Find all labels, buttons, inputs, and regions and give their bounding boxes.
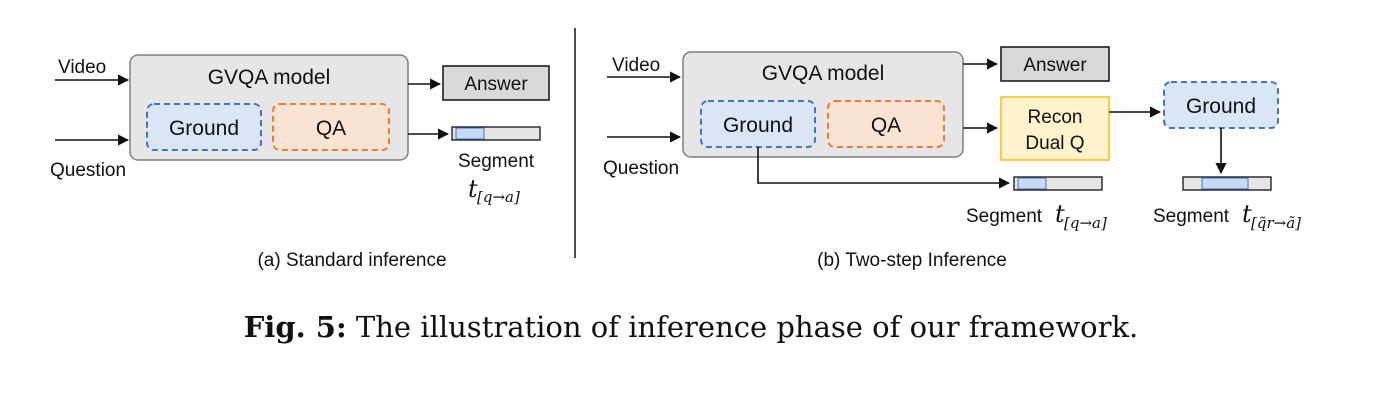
segment2-label: Segment (1153, 206, 1230, 227)
segment2-sub: [q̃r→ã] (1251, 214, 1301, 232)
ground2-label: Ground (1186, 95, 1256, 118)
gvqa-model-title-a: GVQA model (208, 66, 331, 89)
qa-box-a (272, 103, 390, 151)
ground-box-a (146, 103, 262, 151)
answer-box-b (1000, 46, 1110, 82)
segment1-var: t (1055, 200, 1065, 228)
segment-sub-a: [q→a] (477, 188, 520, 206)
segment-var-a: t (468, 175, 478, 203)
panel-a: Video Question GVQA model Ground QA Answ… (50, 54, 550, 271)
segment-highlight-b2 (1201, 177, 1249, 190)
video-label-a: Video (58, 57, 106, 78)
figure-caption-label: Fig. 5: (243, 310, 347, 344)
answer-label-b: Answer (1023, 55, 1087, 76)
diagram-canvas: Video Question GVQA model Ground QA Answ… (50, 28, 1301, 271)
panel-b: Video Question GVQA model Ground QA Answ… (603, 46, 1301, 271)
figure-caption: Fig. 5: The illustration of inference ph… (0, 310, 1382, 344)
segment-label-a: Segment (458, 151, 535, 172)
question-label-a: Question (50, 160, 126, 181)
ground-label-b: Ground (723, 114, 793, 137)
ground-label-a: Ground (169, 117, 239, 140)
segment-highlight-a (455, 127, 485, 140)
gvqa-model-title-b: GVQA model (762, 62, 885, 85)
caption-b: (b) Two-step Inference (817, 250, 1007, 271)
segment1-sub: [q→a] (1064, 214, 1107, 232)
segment1-connector (757, 147, 1011, 189)
segment2-var: t (1242, 200, 1252, 228)
recon-line1: Recon (1028, 107, 1083, 128)
figure-caption-text: The illustration of inference phase of o… (346, 310, 1139, 344)
video-label-b: Video (612, 55, 660, 76)
caption-a: (a) Standard inference (257, 250, 446, 271)
recon-line2: Dual Q (1025, 133, 1084, 154)
qa-label-b: QA (871, 114, 901, 137)
answer-box-a (442, 65, 550, 101)
recon-dual-q-box (1000, 96, 1110, 161)
question-label-b: Question (603, 158, 679, 179)
qa-label-a: QA (316, 117, 346, 140)
answer-label-a: Answer (464, 74, 528, 95)
segment1-label: Segment (966, 206, 1043, 227)
qa-box-b (827, 100, 945, 148)
segment-highlight-b1 (1017, 177, 1047, 190)
